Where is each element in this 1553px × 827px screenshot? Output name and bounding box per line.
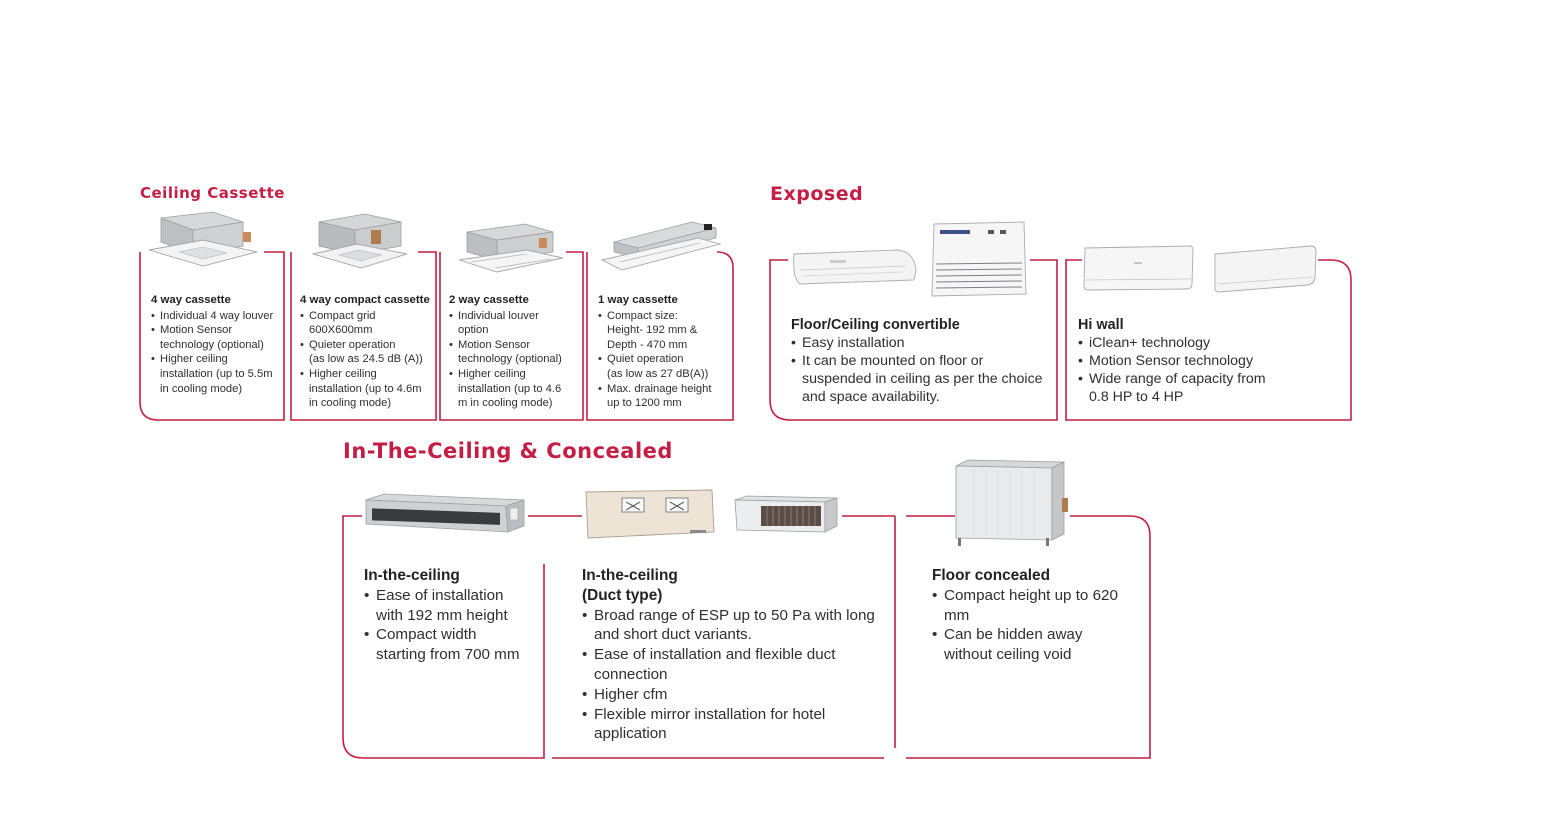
feature-item: Max. drainage height up to 1200 mm — [598, 382, 711, 411]
floor-concealed-unit-illustration — [950, 458, 1072, 548]
product-subtitle: (Duct type) — [582, 586, 663, 604]
feature-list: Individual louver option Motion Sensor t… — [449, 309, 562, 411]
product-name: 1 way cassette — [598, 294, 678, 306]
product-name: 2 way cassette — [449, 294, 529, 306]
4-way-cassette-illustration — [143, 210, 263, 272]
ceiling-suspended-unit-illustration — [790, 246, 918, 290]
hi-wall-unit-front-illustration — [1082, 244, 1194, 292]
feature-item: Higher cfm — [582, 685, 875, 705]
feature-item: Can be hidden away without ceiling void — [932, 625, 1118, 665]
in-the-ceiling-title: In-The-Ceiling & Concealed — [343, 439, 673, 463]
ceiling-cassette-title: Ceiling Cassette — [140, 184, 285, 202]
feature-list: iClean+ technology Motion Sensor technol… — [1078, 334, 1266, 406]
2-way-cassette-illustration — [457, 222, 567, 278]
feature-item: iClean+ technology — [1078, 334, 1266, 352]
feature-item: Ease of installation with 192 mm height — [364, 586, 519, 626]
1-way-cassette-illustration — [600, 218, 722, 278]
feature-item: Higher ceiling installation (up to 4.6 m… — [449, 367, 562, 411]
product-in-the-ceiling-duct-type: In-the-ceiling (Duct type) Broad range o… — [582, 566, 875, 744]
product-floor-ceiling-convertible: Floor/Ceiling convertible Easy installat… — [791, 316, 1043, 406]
floor-standing-unit-illustration — [930, 220, 1028, 298]
feature-item: Higher ceiling installation (up to 5.5m … — [151, 352, 273, 396]
4-way-compact-cassette-illustration — [305, 212, 415, 278]
product-2-way-cassette: 2 way cassette Individual louver option … — [449, 293, 562, 411]
product-4-way-cassette: 4 way cassette Individual 4 way louver M… — [151, 293, 273, 396]
feature-item: Compact width starting from 700 mm — [364, 625, 519, 665]
product-name: Hi wall — [1078, 317, 1124, 333]
feature-item: Compact grid 600X600mm — [300, 309, 430, 338]
feature-item: Wide range of capacity from 0.8 HP to 4 … — [1078, 370, 1266, 406]
feature-item: Easy installation — [791, 334, 1043, 352]
feature-item: Individual louver option — [449, 309, 562, 338]
ducted-unit-high-esp-illustration — [584, 488, 716, 540]
feature-item: It can be mounted on floor or suspended … — [791, 352, 1043, 406]
feature-item: Higher ceiling installation (up to 4.6m … — [300, 367, 430, 411]
product-name: 4 way compact cassette — [300, 294, 430, 306]
feature-list: Ease of installation with 192 mm height … — [364, 586, 519, 665]
feature-list: Easy installation It can be mounted on f… — [791, 334, 1043, 406]
exposed-title: Exposed — [770, 183, 864, 205]
product-name: In-the-ceiling — [582, 567, 678, 584]
product-1-way-cassette: 1 way cassette Compact size: Height- 192… — [598, 293, 711, 411]
feature-list: Compact grid 600X600mm Quieter operation… — [300, 309, 430, 411]
feature-item: Quieter operation (as low as 24.5 dB (A)… — [300, 338, 430, 367]
feature-item: Motion Sensor technology (optional) — [151, 323, 273, 352]
feature-list: Compact size: Height- 192 mm & Depth - 4… — [598, 309, 711, 411]
feature-list: Individual 4 way louver Motion Sensor te… — [151, 309, 273, 397]
product-4-way-compact-cassette: 4 way compact cassette Compact grid 600X… — [300, 293, 430, 411]
product-name: Floor concealed — [932, 567, 1051, 584]
feature-item: Quiet operation (as low as 27 dB(A)) — [598, 352, 711, 381]
product-name: In-the-ceiling — [364, 567, 460, 584]
ducted-unit-standard-illustration — [733, 494, 839, 536]
product-floor-concealed: Floor concealed Compact height up to 620… — [932, 566, 1118, 665]
feature-item: Motion Sensor technology (optional) — [449, 338, 562, 367]
product-name: 4 way cassette — [151, 294, 231, 306]
feature-item: Flexible mirror installation for hotel a… — [582, 705, 875, 745]
feature-list: Compact height up to 620 mm Can be hidde… — [932, 586, 1118, 665]
product-name: Floor/Ceiling convertible — [791, 317, 960, 333]
feature-item: Motion Sensor technology — [1078, 352, 1266, 370]
feature-item: Ease of installation and flexible duct c… — [582, 645, 875, 685]
feature-item: Compact size: Height- 192 mm & Depth - 4… — [598, 309, 711, 353]
feature-item: Individual 4 way louver — [151, 309, 273, 324]
feature-item: Compact height up to 620 mm — [932, 586, 1118, 626]
in-the-ceiling-slim-duct-illustration — [362, 492, 526, 534]
feature-item: Broad range of ESP up to 50 Pa with long… — [582, 606, 875, 646]
hi-wall-unit-angled-illustration — [1213, 244, 1317, 294]
feature-list: Broad range of ESP up to 50 Pa with long… — [582, 606, 875, 745]
product-in-the-ceiling: In-the-ceiling Ease of installation with… — [364, 566, 519, 665]
product-hi-wall: Hi wall iClean+ technology Motion Sensor… — [1078, 316, 1266, 406]
